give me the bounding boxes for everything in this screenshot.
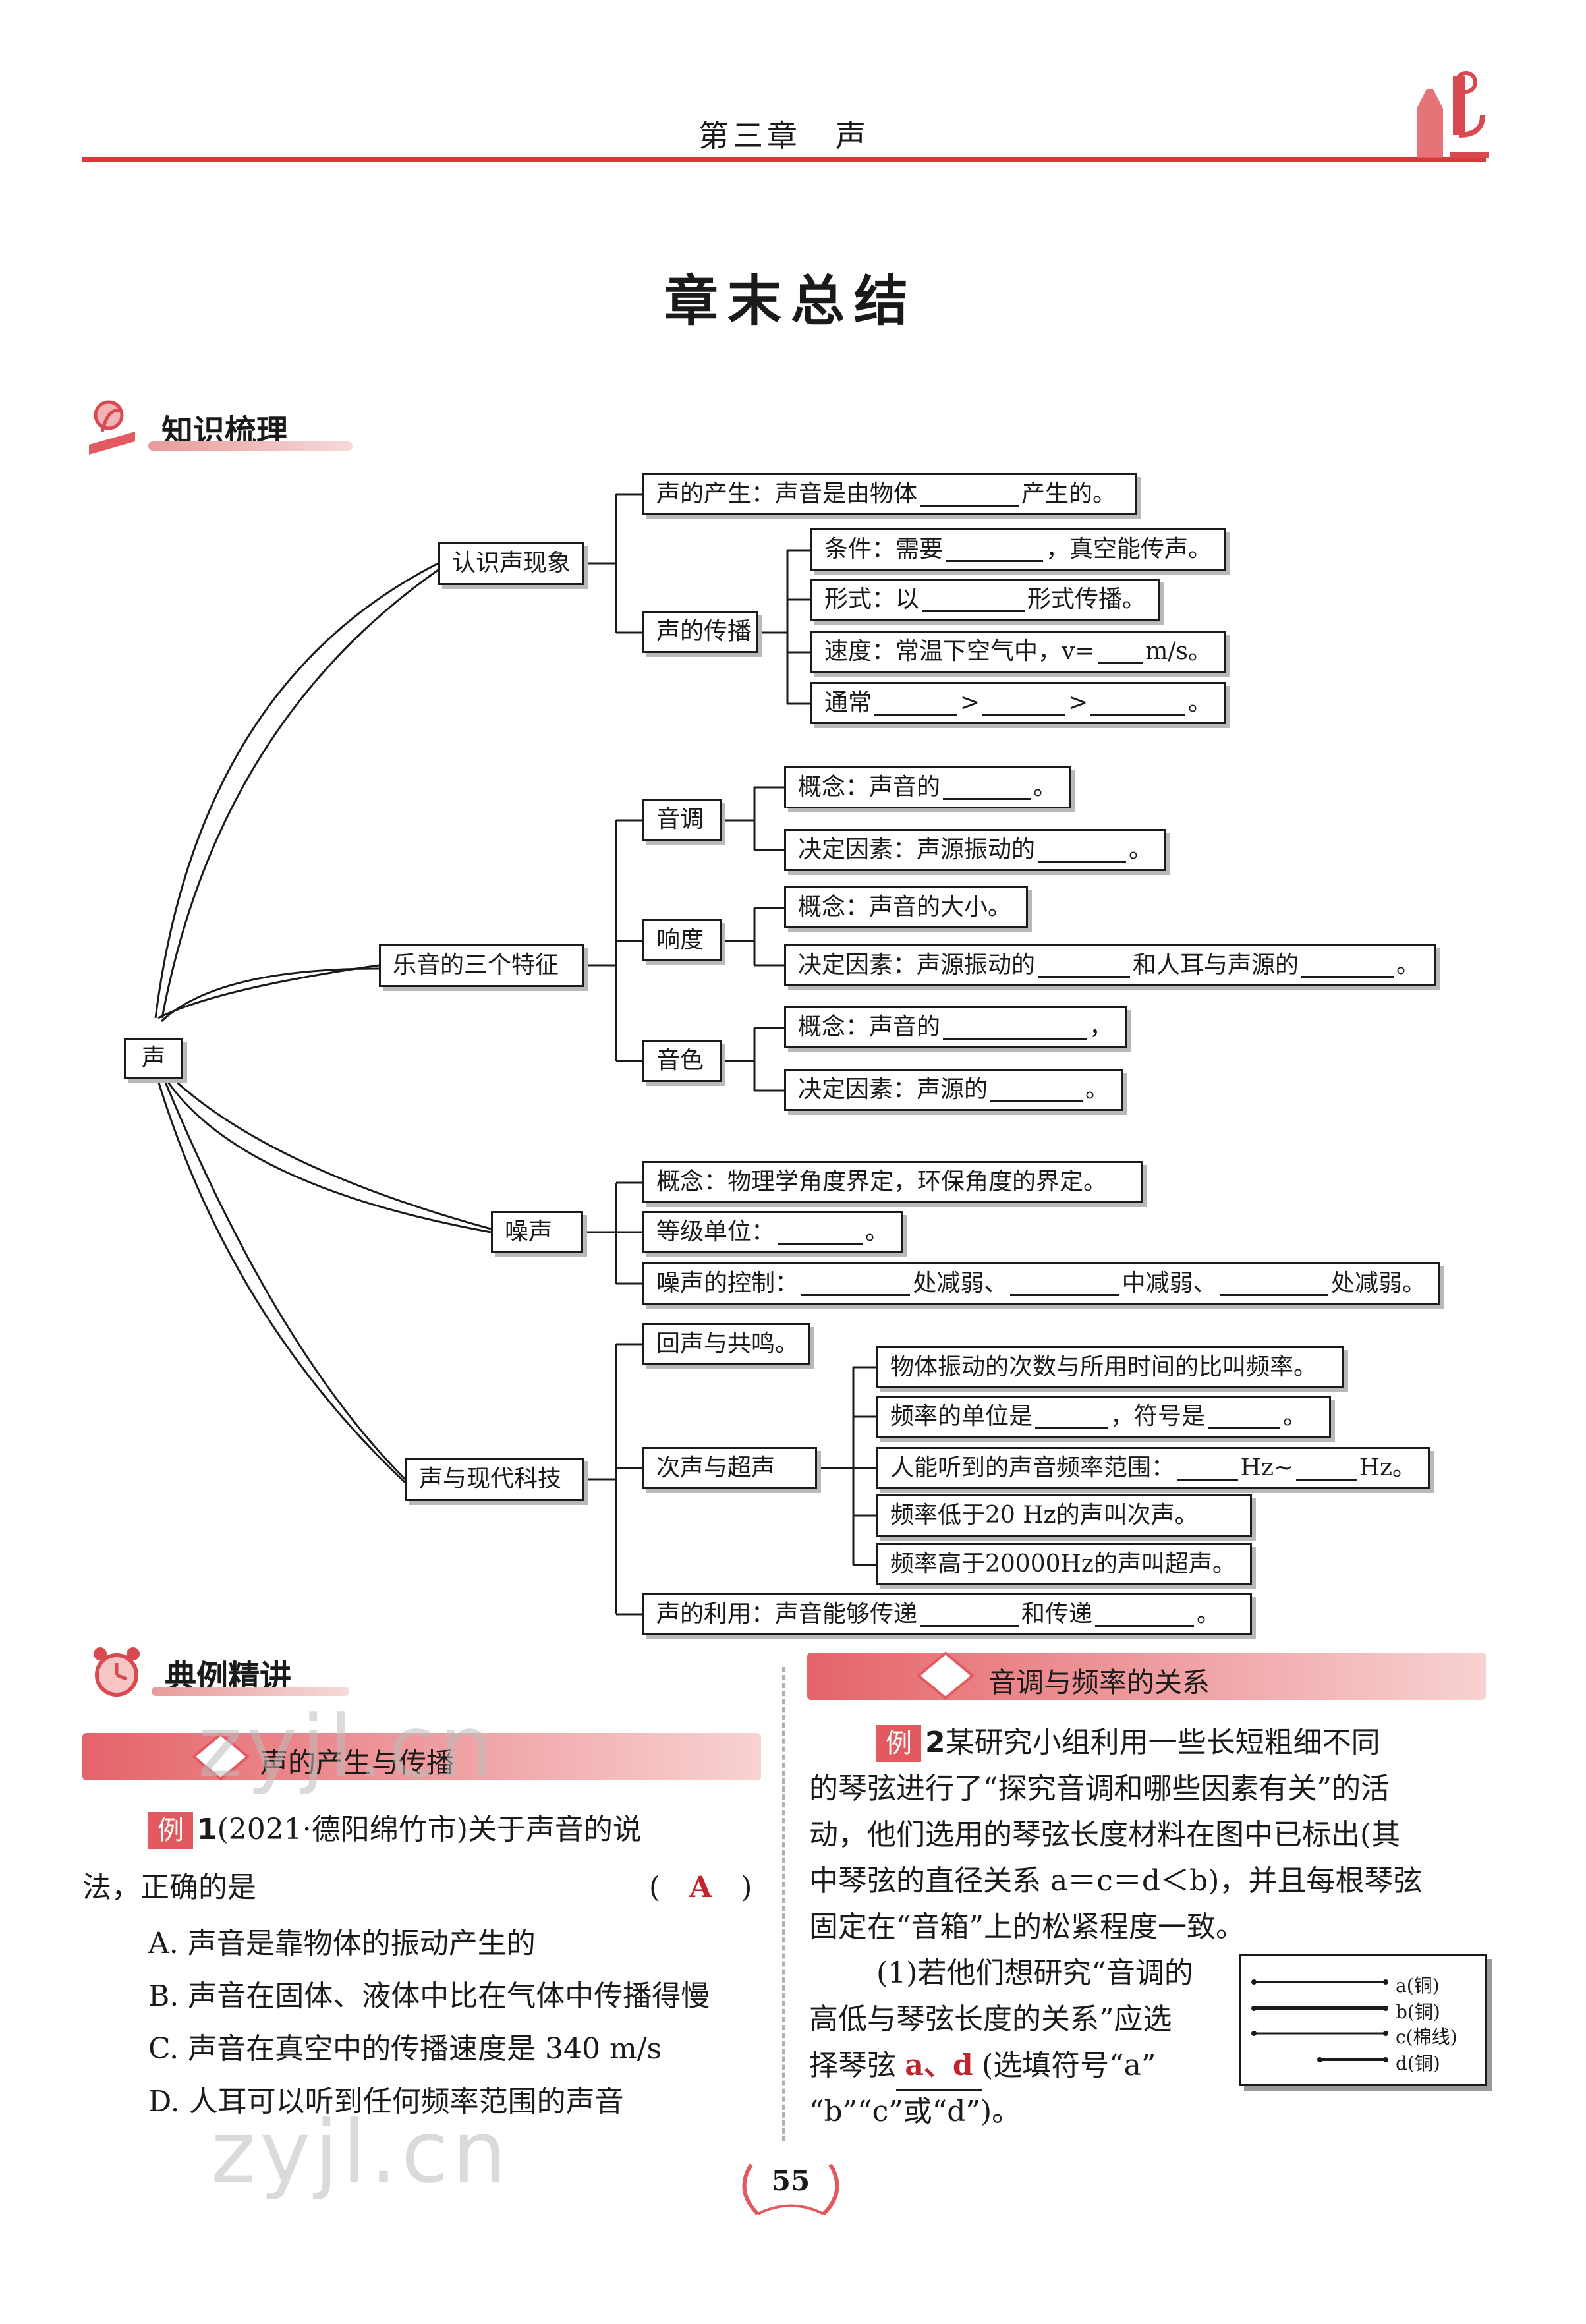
section-knowledge-bar — [148, 441, 353, 451]
node-noise-unit: 等级单位：。 — [642, 1211, 903, 1253]
example2-line2: 的琴弦进行了“探究音调和哪些因素有关”的活 — [809, 1772, 1390, 1805]
node-loudness-concept: 概念：声音的大小。 — [784, 886, 1028, 928]
node-sound-production: 声的产生：声音是由物体产生的。 — [642, 473, 1137, 515]
column-divider — [782, 1667, 785, 2141]
microscope-flask-icon — [1417, 71, 1489, 158]
page-title: 章末总结 — [664, 269, 917, 333]
node-noise-concept: 概念：物理学角度界定，环保角度的界定。 — [642, 1161, 1143, 1203]
node-propagation-condition: 条件：需要，真空能传声。 — [810, 528, 1226, 571]
example2-line4: 中琴弦的直径关系 a＝c＝d＜b)，并且每根琴弦 — [809, 1864, 1423, 1898]
example2-line5: 固定在“音箱”上的松紧程度一致。 — [809, 1910, 1245, 1944]
alarm-clock-icon — [94, 1647, 140, 1697]
branch-musical-features: 乐音的三个特征 — [379, 944, 584, 987]
chapter-header: 第三章 声 — [698, 118, 870, 154]
header-rule — [82, 157, 1486, 162]
example1-stem-line2: 法，正确的是 — [82, 1871, 256, 1904]
node-propagation-form: 形式：以形式传播。 — [810, 579, 1160, 621]
node-infrasound: 频率低于20 Hz的声叫次声。 — [876, 1494, 1252, 1537]
node-pitch: 音调 — [642, 799, 722, 841]
knowledge-icon — [89, 400, 135, 455]
node-pitch-concept: 概念：声音的。 — [784, 766, 1071, 808]
branch-recognize-sound: 认识声现象 — [438, 542, 584, 585]
branch-noise: 噪声 — [491, 1211, 583, 1253]
node-sound-propagation: 声的传播 — [642, 611, 758, 653]
mindmap-connectors — [154, 493, 876, 1616]
node-echo: 回声与共鸣。 — [642, 1323, 810, 1365]
diamond-icon — [191, 1732, 250, 1781]
node-sound-use: 声的利用：声音能够传递和传递。 — [642, 1593, 1252, 1635]
node-hearing-range: 人能听到的声音频率范围：Hz~Hz。 — [876, 1447, 1430, 1489]
example1-answer: ( A ) — [649, 1871, 752, 1904]
string-c-label: c(棉线) — [1396, 2026, 1458, 2048]
example2-number: 2 — [925, 1726, 946, 1759]
node-noise-control: 噪声的控制：处减弱、中减弱、处减弱。 — [642, 1262, 1440, 1305]
node-frequency-def: 物体振动的次数与所用时间的比叫频率。 — [876, 1346, 1344, 1388]
strings-lines — [1251, 1979, 1388, 2062]
node-frequency-unit: 频率的单位是，符号是。 — [876, 1396, 1331, 1438]
node-propagation-speed: 速度：常温下空气中，v=m/s。 — [810, 631, 1226, 673]
example2-tag: 例 — [876, 1725, 921, 1762]
branch-modern-tech: 声与现代科技 — [405, 1458, 584, 1501]
node-timbre-concept: 概念：声音的， — [784, 1006, 1127, 1048]
string-b-label: b(铜) — [1396, 2001, 1440, 2023]
diamond-icon — [916, 1651, 975, 1700]
string-d-label: d(铜) — [1396, 2053, 1440, 2074]
example2-q1-line1: (1)若他们想研究“音调的 — [876, 1956, 1193, 1990]
band-production-label: 声的产生与传播 — [260, 1747, 455, 1779]
string-a-label: a(铜) — [1396, 1975, 1440, 1997]
node-pitch-factor: 决定因素：声源振动的。 — [784, 829, 1166, 871]
watermark: zyjl.cn — [211, 2102, 511, 2202]
mindmap-root: 声 — [124, 1038, 183, 1079]
example2-q1-line4: “b”“c”或“d”)。 — [809, 2095, 1021, 2128]
node-ultrasound: 频率高于20000Hz的声叫超声。 — [876, 1543, 1252, 1585]
example1-option-b: B. 声音在固体、液体中比在气体中传播得慢 — [148, 1979, 710, 2013]
watermark: zyjl.cn — [198, 1697, 497, 1797]
strings-figure: a(铜) b(铜) c(棉线) d(铜) — [1239, 1954, 1487, 2086]
page-number: 55 — [771, 2165, 810, 2197]
node-timbre: 音色 — [642, 1040, 722, 1082]
node-loudness-factor: 决定因素：声源振动的和人耳与声源的。 — [784, 944, 1436, 986]
node-loudness: 响度 — [642, 919, 722, 961]
example1-number: 1 — [197, 1813, 217, 1846]
laurel-icon — [742, 2163, 839, 2216]
node-infra-ultra: 次声与超声 — [642, 1447, 817, 1489]
example2-q1-answer: a、d — [896, 2043, 982, 2091]
example2-q1-line2: 高低与琴弦长度的关系”应选 — [809, 2002, 1172, 2036]
example1-option-d: D. 人耳可以听到任何频率范围的声音 — [148, 2085, 624, 2118]
band-pitch-label: 音调与频率的关系 — [988, 1666, 1210, 1699]
example1-tag: 例 — [148, 1812, 193, 1849]
example2-line3: 动，他们选用的琴弦长度材料在图中已标出(其 — [809, 1818, 1401, 1852]
example1-option-c: C. 声音在真空中的传播速度是 340 m/s — [148, 2032, 662, 2066]
section-examples-bar — [152, 1687, 349, 1696]
node-propagation-compare: 通常>>。 — [810, 682, 1226, 724]
example1-option-a: A. 声音是靠物体的振动产生的 — [148, 1927, 536, 1960]
node-timbre-factor: 决定因素：声源的。 — [784, 1069, 1123, 1111]
